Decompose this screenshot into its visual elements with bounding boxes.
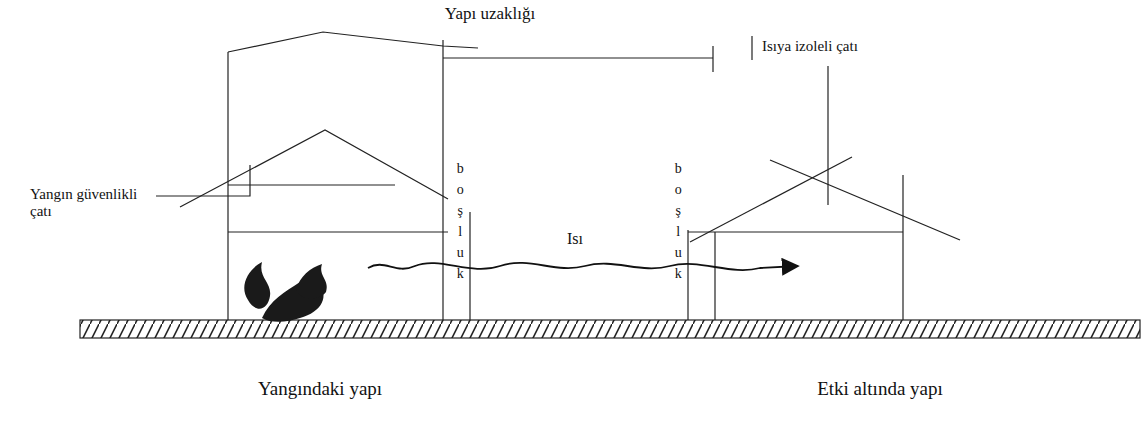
gap-line	[469, 212, 470, 320]
wall	[227, 52, 228, 320]
floor-line	[688, 231, 903, 232]
gap-label: boşluk	[674, 158, 682, 284]
floor-line	[228, 231, 448, 232]
roof-marker	[827, 66, 828, 205]
dimension-line	[443, 57, 713, 58]
wall	[902, 175, 903, 320]
insulated-roof	[770, 160, 960, 240]
leader-line	[156, 165, 250, 196]
gap-label: boşluk	[456, 158, 464, 284]
ceiling-line	[228, 184, 395, 185]
ground-hatch	[80, 320, 1140, 338]
roof-label: Yangın güvenlikli çatı	[30, 186, 152, 221]
roof-marker	[751, 36, 752, 60]
wall	[714, 232, 715, 320]
heat-arrow	[368, 263, 798, 270]
heat-label: Isı	[567, 230, 583, 248]
gap-line	[687, 230, 688, 320]
wall	[442, 40, 443, 320]
roof-label: Isıya izoleli çatı	[762, 38, 858, 55]
building-label: Etki altında yapı	[817, 378, 943, 400]
dimension-tick	[712, 46, 713, 72]
upper-roof	[228, 32, 478, 52]
dimension-label: Yapı uzaklığı	[445, 4, 535, 24]
fire-symbol	[244, 262, 327, 322]
building-label: Yangındaki yapı	[258, 378, 382, 400]
